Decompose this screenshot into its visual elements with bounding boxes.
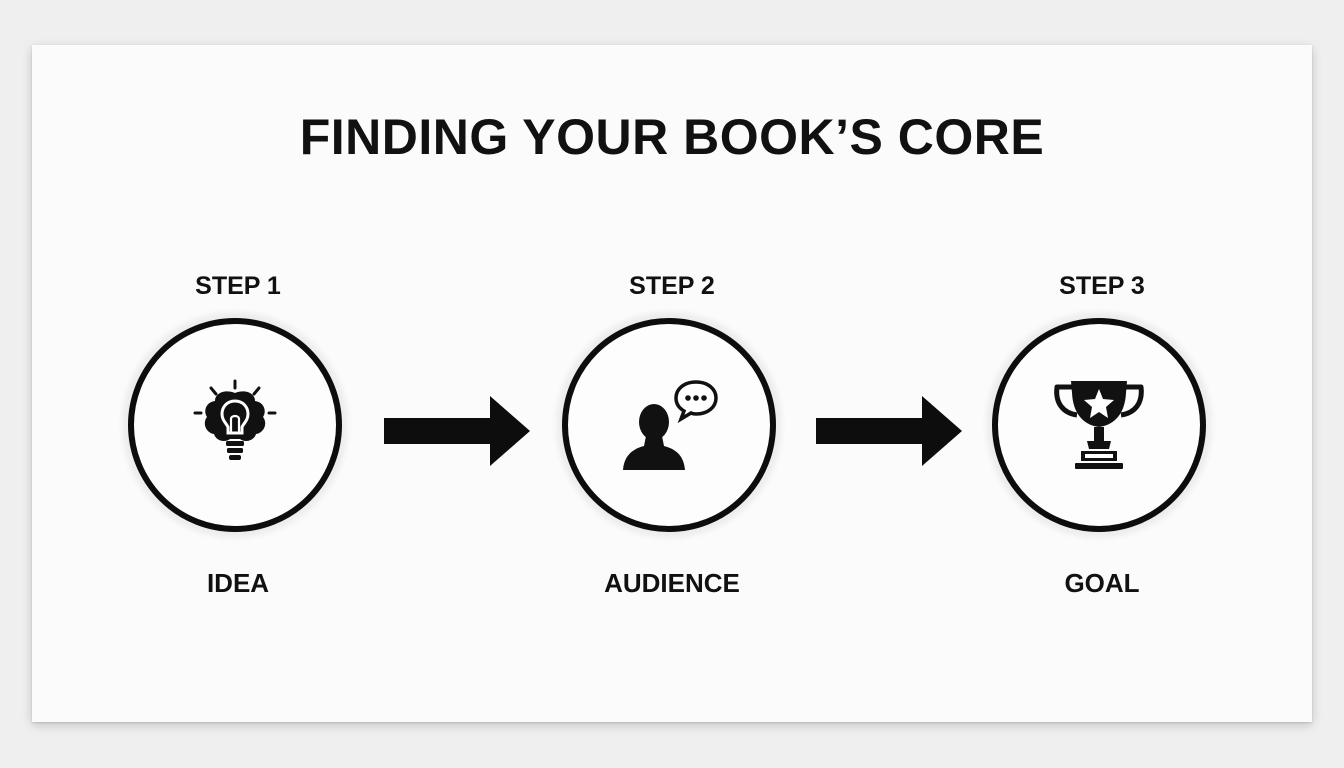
- step-3-circle: [992, 318, 1206, 532]
- step-1-label: STEP 1: [195, 272, 281, 300]
- person-speech-bubble-icon: [623, 380, 718, 470]
- page-title: FINDING YOUR BOOK’S CORE: [299, 109, 1045, 165]
- step-2-name: AUDIENCE: [604, 568, 740, 598]
- step-3-name: GOAL: [1064, 568, 1140, 598]
- arrow-right-icon: [384, 396, 530, 466]
- step-1-name: IDEA: [206, 568, 270, 598]
- step-3-label: STEP 3: [1059, 272, 1145, 300]
- step-1-circle: [128, 318, 342, 532]
- trophy-star-icon: [1054, 381, 1144, 469]
- lightbulb-brain-icon: [193, 379, 277, 460]
- step-2-circle: [562, 318, 776, 532]
- arrow-right-icon: [816, 396, 962, 466]
- step-2-label: STEP 2: [629, 272, 715, 300]
